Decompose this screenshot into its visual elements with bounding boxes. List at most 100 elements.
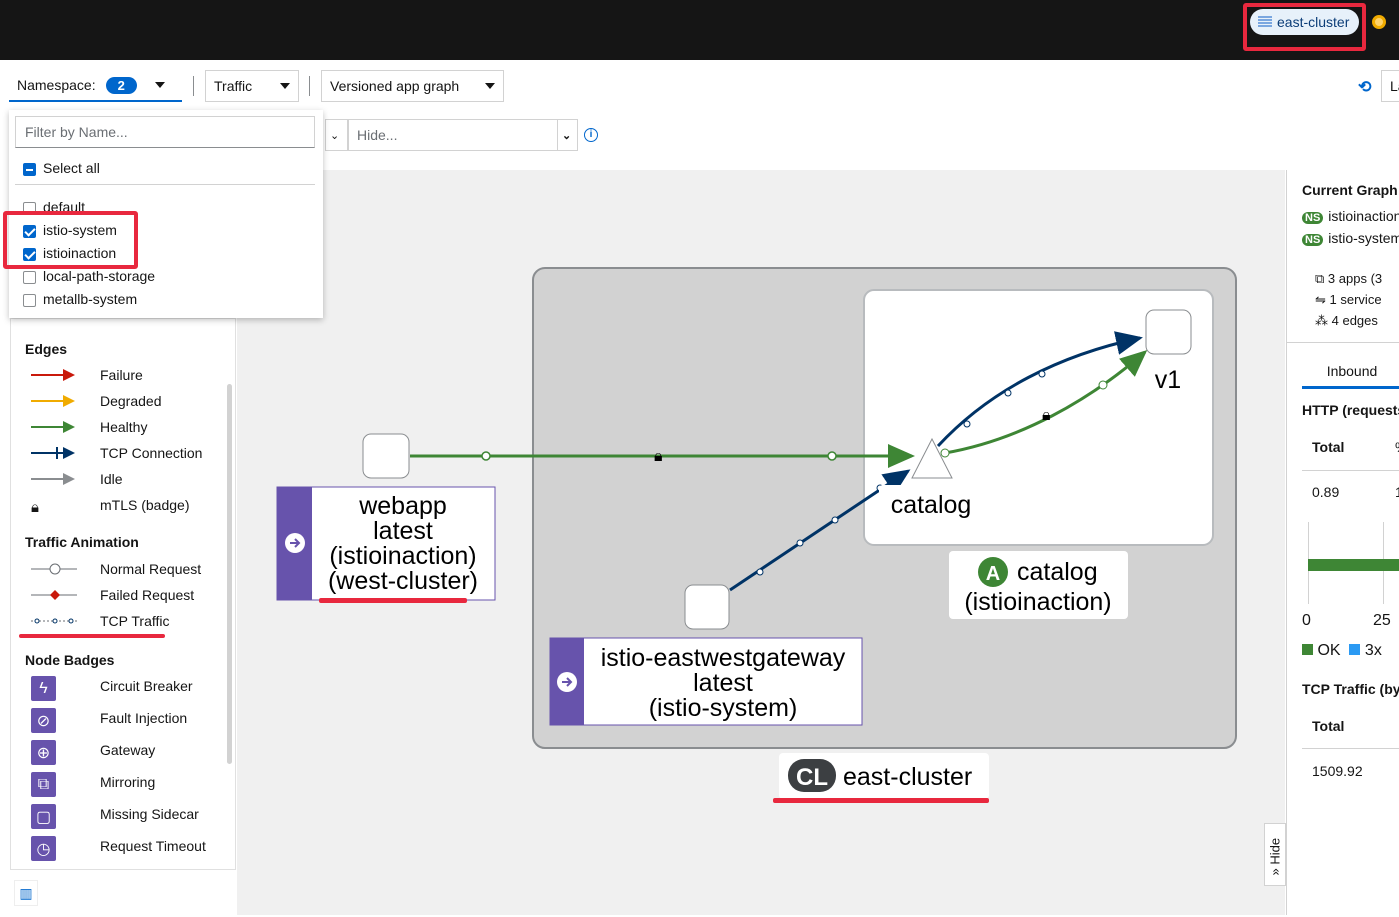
divider	[309, 76, 310, 96]
idle-edge-icon	[31, 473, 75, 485]
hide-dropdown-toggle[interactable]: ⌄	[557, 119, 578, 151]
status-icon[interactable]	[1372, 15, 1386, 29]
cluster-badge	[788, 759, 836, 792]
tcp-edge-icon	[31, 447, 75, 459]
namespace-option-metallb-system[interactable]: metallb-system	[23, 291, 137, 307]
caret-down-icon	[154, 82, 165, 88]
hide-placeholder: Hide...	[357, 127, 398, 143]
mtls-lock-icon: 🔒︎	[654, 448, 663, 465]
node-webapp[interactable]	[362, 433, 410, 479]
axis-tick: 25	[1373, 612, 1391, 629]
node-catalog-v1[interactable]	[1145, 309, 1192, 355]
degraded-edge-icon	[31, 395, 75, 407]
label-gateway[interactable]	[549, 637, 863, 726]
http-ok-bar	[1308, 559, 1399, 571]
webapp-namespace: (istioinaction)	[329, 542, 476, 570]
highlight-box	[3, 211, 138, 269]
edge-dot	[827, 451, 837, 461]
legend-item: TCP Connection	[100, 445, 203, 461]
gateway-name: istio-eastwestgateway	[601, 644, 846, 672]
filter-placeholder: Filter by Name...	[25, 124, 128, 140]
option-label: istioinaction	[43, 245, 117, 261]
namespace-option-local-path-storage[interactable]: local-path-storage	[23, 268, 155, 284]
tcp-total-header: Total	[1312, 718, 1345, 734]
caret-down-icon	[280, 83, 290, 89]
chart-legend: OK 3x	[1302, 642, 1382, 660]
legend-toggle-icon[interactable]: ▥	[14, 880, 38, 906]
mtls-lock-icon: 🔒︎	[1042, 407, 1051, 424]
lock-icon: 🔒︎	[31, 499, 39, 516]
tcp-title: TCP Traffic (by	[1302, 681, 1399, 697]
namespace-filter-input[interactable]: Filter by Name...	[15, 116, 315, 148]
label-catalog-v1[interactable]	[1145, 362, 1192, 398]
legend-item: Degraded	[100, 393, 162, 409]
failure-edge-icon	[31, 369, 75, 381]
last-label: La	[1390, 78, 1399, 94]
option-label: istio-system	[43, 222, 117, 238]
ns-name: istio-system	[1328, 230, 1399, 246]
label-catalog-service[interactable]	[879, 485, 982, 521]
node-catalog-service[interactable]	[911, 437, 953, 479]
healthy-edge-icon	[31, 421, 75, 433]
option-label: local-path-storage	[43, 268, 156, 284]
apps-count: 3 apps (3	[1327, 271, 1383, 286]
legend-item: Normal Request	[100, 561, 202, 577]
legend-item: Healthy	[100, 419, 148, 435]
catalog-service-name: catalog	[891, 491, 972, 519]
gateway-namespace: (istio-system)	[649, 694, 798, 722]
select-all-checkbox[interactable]: Select all	[23, 160, 100, 176]
legend-scrollbar[interactable]	[227, 384, 232, 764]
namespace-option-istio-system[interactable]: istio-system	[23, 222, 117, 238]
app-badge	[978, 557, 1008, 587]
app-badge-text: A	[986, 563, 1000, 585]
catalog-version: v1	[1155, 366, 1181, 394]
http-pct: 1	[1395, 484, 1399, 500]
tab-label: Inbound	[1326, 363, 1378, 379]
namespace-option-istioinaction[interactable]: istioinaction	[23, 245, 116, 261]
find-dropdown-toggle[interactable]: ⌄	[325, 119, 348, 151]
highlight-box	[1243, 3, 1366, 51]
caret-down-icon	[485, 83, 495, 89]
request-timeout-icon: ◷	[31, 836, 56, 861]
webapp-version: latest	[373, 517, 433, 545]
gateway-icon: ⊕	[31, 740, 56, 765]
edge-catalog-v1-tcp[interactable]	[936, 331, 1143, 448]
http-pct-header: %	[1395, 439, 1399, 455]
graph-type-dropdown[interactable]: Versioned app graph	[321, 70, 504, 102]
cluster-badge-text: CL	[796, 764, 828, 791]
axis-tick: 0	[1302, 612, 1311, 629]
fault-injection-icon: ⊘	[31, 708, 56, 733]
last-dropdown[interactable]: La	[1381, 70, 1399, 102]
tcp-total: 1509.92	[1312, 763, 1363, 779]
service-icon: ⇋	[1315, 292, 1326, 307]
legend-item: TCP Traffic	[100, 613, 170, 629]
legend-anim-title: Traffic Animation	[25, 534, 139, 550]
traffic-dropdown[interactable]: Traffic	[205, 70, 299, 102]
hide-input[interactable]: Hide...	[348, 119, 558, 151]
edge-catalog-v1-http[interactable]	[944, 350, 1148, 455]
label-webapp[interactable]	[276, 486, 496, 601]
node-gateway[interactable]	[684, 584, 730, 630]
http-total-header: Total	[1312, 439, 1345, 455]
missing-sidecar-icon: ▢	[31, 804, 56, 829]
tab-inbound[interactable]: Inbound	[1302, 363, 1399, 389]
hide-panel-button[interactable]: » Hide	[1264, 823, 1286, 886]
edge-dot	[481, 451, 491, 461]
hide-label: Hide	[1267, 837, 1283, 865]
legend-badges-title: Node Badges	[25, 652, 115, 668]
legend-item: Missing Sidecar	[100, 806, 199, 822]
legend-edges-title: Edges	[25, 341, 68, 357]
info-icon[interactable]: i	[584, 128, 598, 142]
apps-row: ⧉ 3 apps (3	[1315, 271, 1382, 287]
legend-item: Fault Injection	[100, 710, 188, 726]
cluster-chip[interactable]: east-cluster	[1250, 9, 1360, 35]
option-label: metallb-system	[43, 291, 138, 307]
refresh-icon[interactable]: ⟲	[1358, 79, 1372, 96]
namespace-dropdown[interactable]: Namespace:2	[9, 70, 182, 102]
app-name: catalog	[1017, 558, 1098, 586]
legend-item: Idle	[100, 471, 123, 487]
legend-item: Request Timeout	[100, 838, 206, 854]
